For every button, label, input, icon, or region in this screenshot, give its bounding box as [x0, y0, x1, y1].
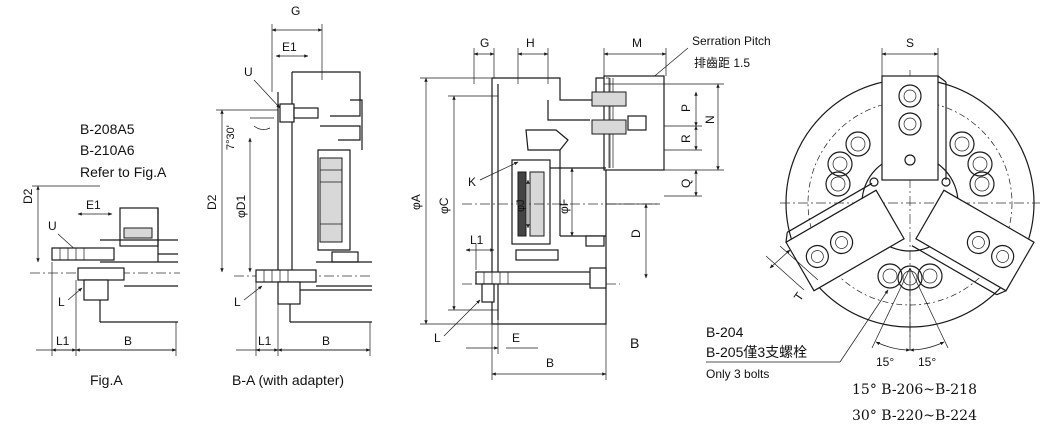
fig-a-b-label: B: [124, 334, 132, 348]
fig-ba-b-label: B: [322, 334, 330, 348]
section-a-label: φA: [409, 194, 423, 210]
section-k-label: K: [468, 175, 476, 189]
section-m-label: M: [632, 36, 642, 50]
section-b-side-label: B: [630, 335, 639, 351]
fig-ba-l-label: L: [234, 295, 241, 309]
section-l1-label: L1: [470, 233, 484, 247]
section-j-label: φJ: [515, 199, 527, 212]
section-view: G H M Serration Pitch 排齒距 1.5: [409, 34, 771, 380]
front-angle-right: 15°: [918, 355, 936, 369]
front-view: S: [706, 36, 1040, 424]
fig-a-u-label: U: [48, 219, 57, 233]
fig-a-e1-label: E1: [86, 198, 101, 212]
fig-a-l-label: L: [58, 295, 65, 309]
section-b-bottom-label: B: [546, 356, 554, 370]
fig-ba-e1-label: E1: [282, 40, 297, 54]
section-p-label: P: [679, 104, 693, 112]
section-serration-label: Serration Pitch: [692, 34, 771, 48]
fig-a-refer-note: Refer to Fig.A: [80, 164, 167, 180]
fig-a-l1-label: L1: [56, 334, 70, 348]
front-note-30: 30° B-220~B-224: [852, 408, 977, 424]
front-angle-left: 15°: [876, 355, 894, 369]
fig-a-d2-label: D2: [21, 188, 35, 204]
front-s-label: S: [906, 36, 914, 50]
front-model-1: B-204: [706, 324, 744, 340]
front-note-15: 15° B-206~B-218: [852, 382, 977, 398]
fig-a-caption: Fig.A: [90, 372, 123, 388]
fig-ba-view: G E1 U 7°30' D2 φD1: [205, 4, 372, 388]
section-f-label: φF: [557, 199, 571, 214]
front-model-2: B-205僅3支螺栓: [706, 344, 807, 360]
section-l-label: L: [434, 331, 441, 345]
section-d-label: D: [629, 229, 643, 238]
fig-ba-angle-label: 7°30': [225, 125, 237, 150]
section-e-label: E: [512, 331, 520, 345]
fig-a-model-2: B-210A6: [80, 142, 135, 158]
fig-ba-u-label: U: [244, 65, 253, 79]
fig-ba-d2-label: D2: [205, 194, 219, 210]
fig-ba-d1-label: φD1: [234, 195, 248, 218]
section-r-label: R: [679, 134, 693, 143]
section-serration-value: 排齒距 1.5: [694, 56, 750, 70]
front-t-label: T: [791, 289, 807, 304]
section-c-label: φC: [437, 197, 451, 214]
front-only-3-bolts: Only 3 bolts: [706, 367, 769, 381]
fig-ba-caption: B-A (with adapter): [232, 372, 344, 388]
section-q-label: Q: [679, 179, 693, 188]
fig-a-model-1: B-208A5: [80, 121, 135, 137]
section-g-label: G: [480, 36, 489, 50]
section-n-label: N: [703, 115, 717, 124]
fig-ba-l1-label: L1: [258, 334, 272, 348]
fig-a-view: B-208A5 B-210A6 Refer to Fig.A D2 E1 U: [21, 121, 180, 388]
section-h-label: H: [526, 36, 535, 50]
fig-ba-g-label: G: [291, 4, 300, 18]
